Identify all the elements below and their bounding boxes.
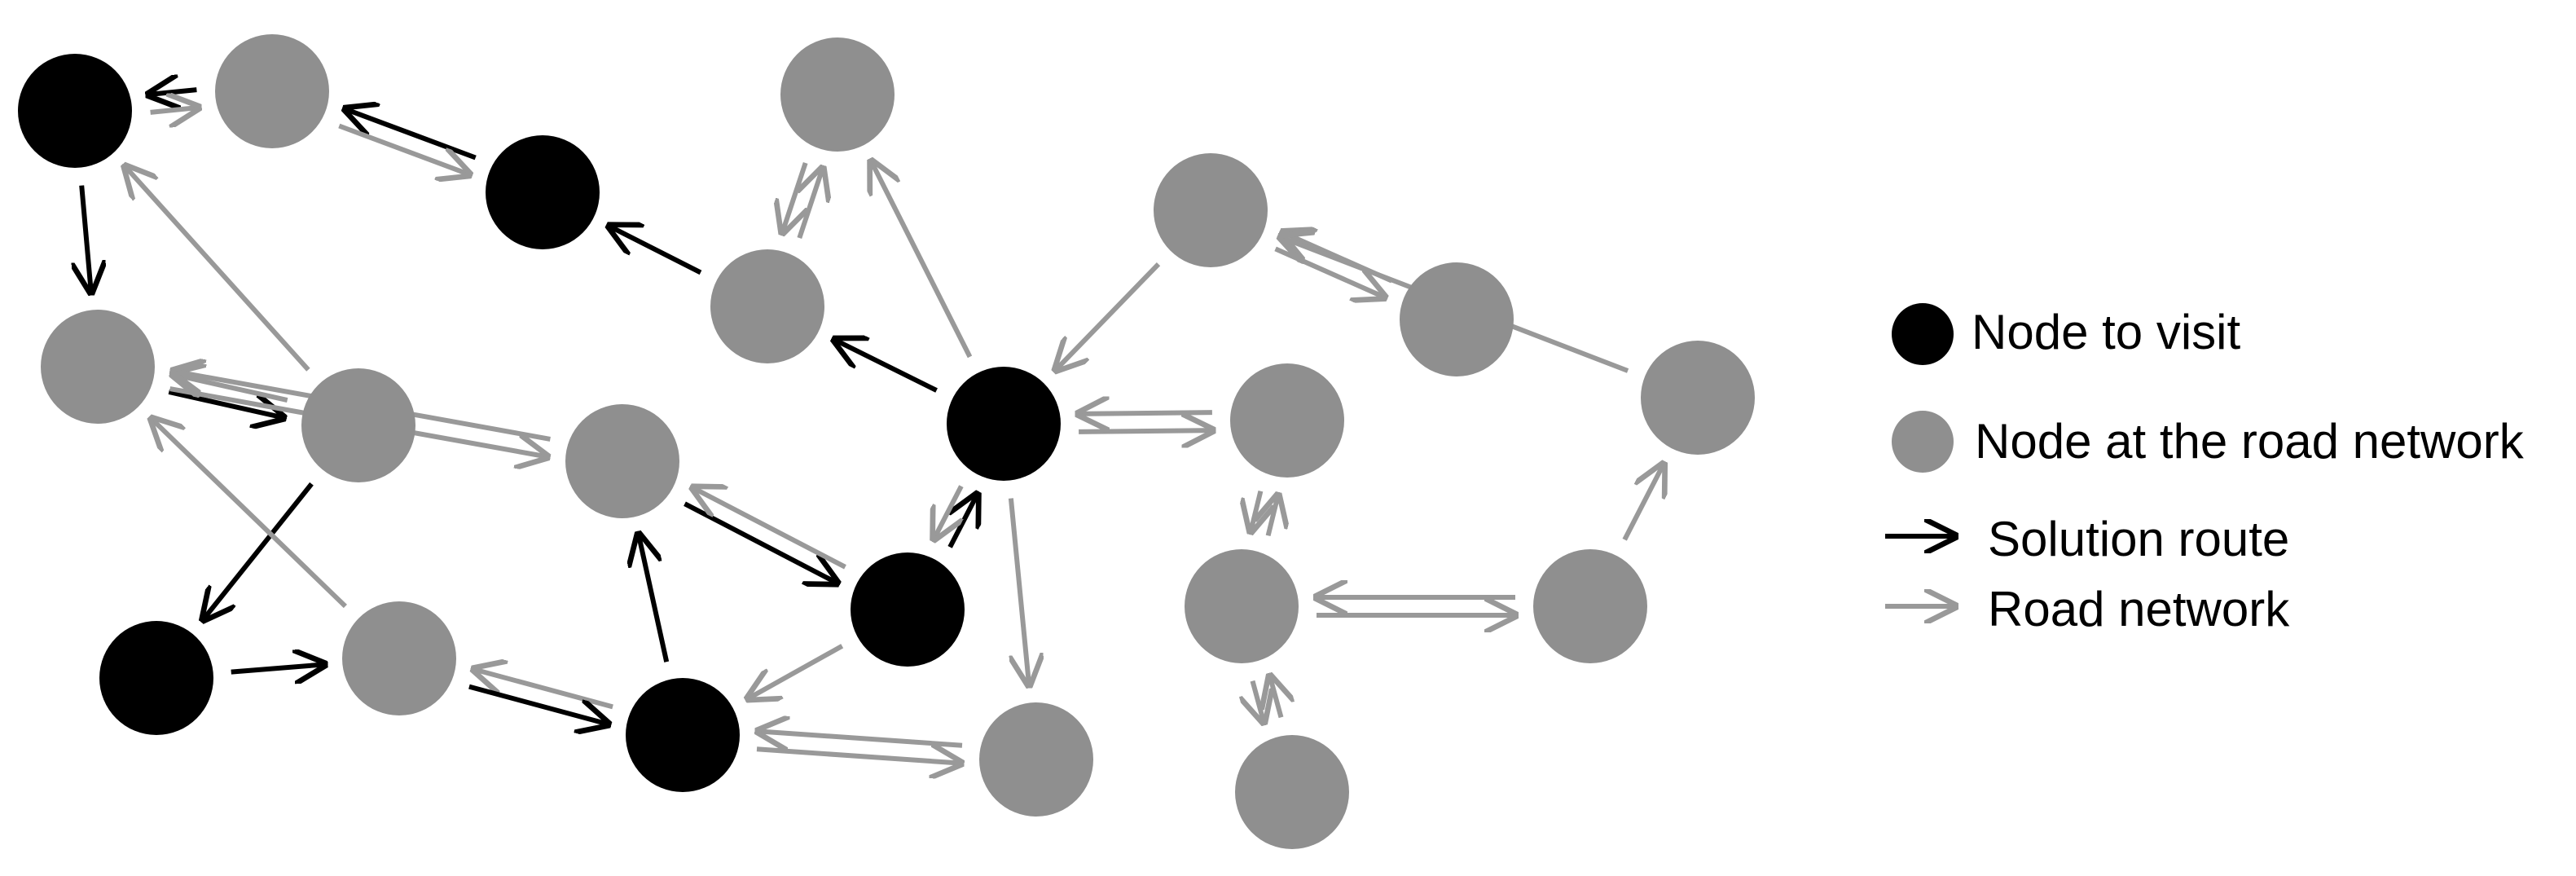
legend-label-road-node: Node at the road network [1975, 414, 2525, 469]
visit-node-v3 [947, 367, 1061, 481]
road-edge-r1-v2 [338, 123, 469, 175]
road-edge-r2-r4 [782, 161, 805, 232]
road-edge-v6-r12 [756, 749, 961, 763]
visit-node-v6 [626, 678, 740, 792]
legend-item-road-network: Road network [1885, 582, 2290, 636]
legend-item-road-node: Node at the road network [1892, 411, 2525, 473]
legend-label-road-network: Road network [1988, 582, 2290, 636]
road-edge-r11-r3 [152, 419, 347, 609]
road-edge-r10-v3 [1079, 412, 1212, 414]
legend: Node to visit Node at the road network S… [1885, 303, 2525, 636]
solution-edge-r11-v6 [468, 684, 608, 724]
solution-edge-v3-r4 [834, 340, 938, 393]
road-node-r6 [565, 404, 679, 518]
visit-node-v1 [18, 54, 132, 168]
visit-node-v2 [486, 135, 600, 249]
visit-node-v5 [851, 552, 965, 667]
road-node-r11 [342, 601, 456, 715]
road-edge-r4-r2 [799, 169, 822, 240]
road-edge-r10-r13 [1251, 490, 1260, 531]
legend-swatch-road-node [1892, 411, 1954, 473]
solution-edge-r4-v2 [609, 227, 702, 275]
road-edge-v6-r11 [474, 669, 613, 710]
road-edge-r5-v1 [125, 166, 310, 372]
road-edge-v3-r12 [1008, 498, 1029, 685]
road-edge-r7-v3 [1056, 262, 1161, 370]
legend-label-visit: Node to visit [1972, 305, 2240, 359]
solution-edge-r5-v4 [204, 482, 314, 619]
legend-label-solution-route: Solution route [1988, 512, 2289, 566]
road-node-r9 [1641, 341, 1755, 455]
road-edge-r15-r13 [1270, 676, 1281, 719]
road-edge-r13-r15 [1253, 680, 1264, 722]
road-node-r4 [710, 249, 824, 363]
road-edge-r12-v6 [758, 731, 963, 745]
road-node-r5 [301, 368, 415, 482]
road-node-r10 [1230, 363, 1344, 478]
legend-swatch-visit [1892, 303, 1954, 365]
solution-edge-r1-v1 [149, 90, 197, 95]
nodes-layer [18, 34, 1755, 849]
legend-item-visit: Node to visit [1892, 303, 2240, 365]
road-edge-r13-r10 [1268, 495, 1278, 537]
solution-edge-v6-r6 [639, 535, 670, 663]
road-node-r14 [1533, 549, 1647, 663]
solution-edge-r6-v5 [684, 501, 837, 583]
road-node-r1 [215, 34, 329, 148]
road-edge-v1-r1 [150, 108, 199, 112]
road-edge-v3-r10 [1079, 430, 1212, 432]
solution-edge-v1-r3 [81, 185, 91, 293]
road-node-r7 [1154, 153, 1268, 267]
solution-edge-v4-r11 [231, 664, 325, 671]
road-node-r2 [780, 37, 895, 152]
road-edge-r14-r9 [1622, 464, 1664, 541]
legend-item-solution-route: Solution route [1885, 512, 2289, 566]
road-node-r12 [979, 702, 1093, 817]
road-edge-v5-v6 [748, 644, 844, 698]
visit-node-v4 [99, 621, 213, 735]
road-node-r8 [1400, 262, 1514, 376]
road-edge-v5-r6 [693, 488, 846, 570]
road-node-r15 [1235, 735, 1349, 849]
road-node-r13 [1185, 549, 1299, 663]
road-edge-v3-r2 [872, 161, 973, 359]
road-edge-v3-v5 [934, 485, 964, 539]
road-node-r3 [41, 310, 155, 424]
